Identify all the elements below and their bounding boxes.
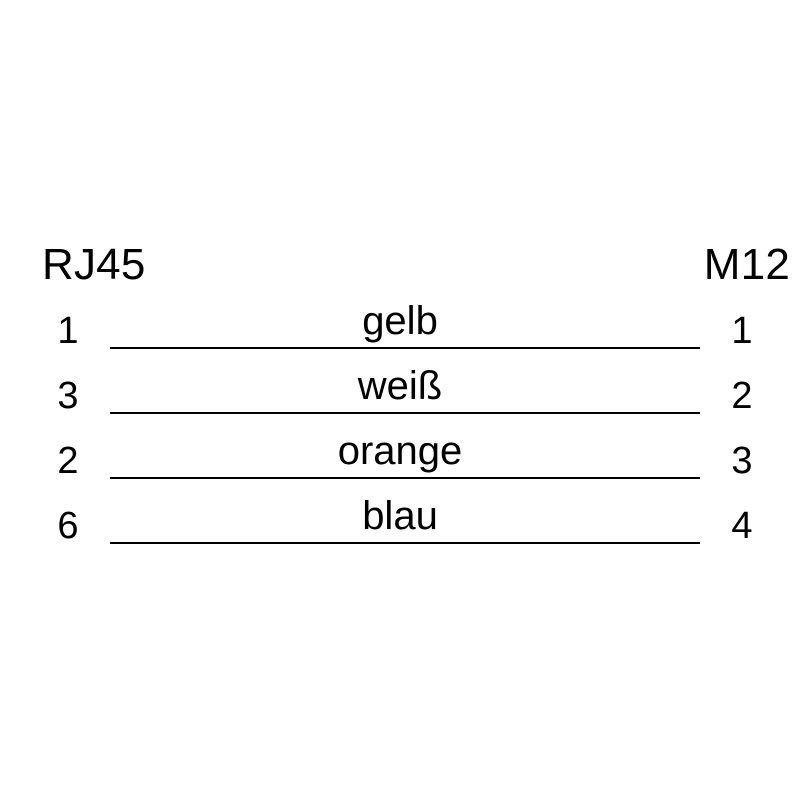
left-pin-number: 6 <box>57 505 79 547</box>
left-pin-number: 2 <box>57 440 79 482</box>
wire-conductor-line <box>110 347 700 349</box>
left-pin-number: 3 <box>57 375 79 417</box>
right-connector-title: M12 <box>703 240 790 289</box>
left-pin-number: 1 <box>57 310 79 352</box>
wire-color-label: weiß <box>357 364 443 408</box>
right-pin-number: 3 <box>731 440 753 482</box>
wire-conductor-line <box>110 477 700 479</box>
wire-color-label: blau <box>362 494 438 538</box>
right-pin-number: 1 <box>731 310 753 352</box>
wire-conductor-line <box>110 542 700 544</box>
wire-color-label: gelb <box>362 299 438 343</box>
right-pin-number: 4 <box>731 505 753 547</box>
left-connector-title: RJ45 <box>42 240 146 289</box>
wire-conductor-line <box>110 412 700 414</box>
wire-color-label: orange <box>337 429 463 473</box>
right-pin-number: 2 <box>731 375 753 417</box>
